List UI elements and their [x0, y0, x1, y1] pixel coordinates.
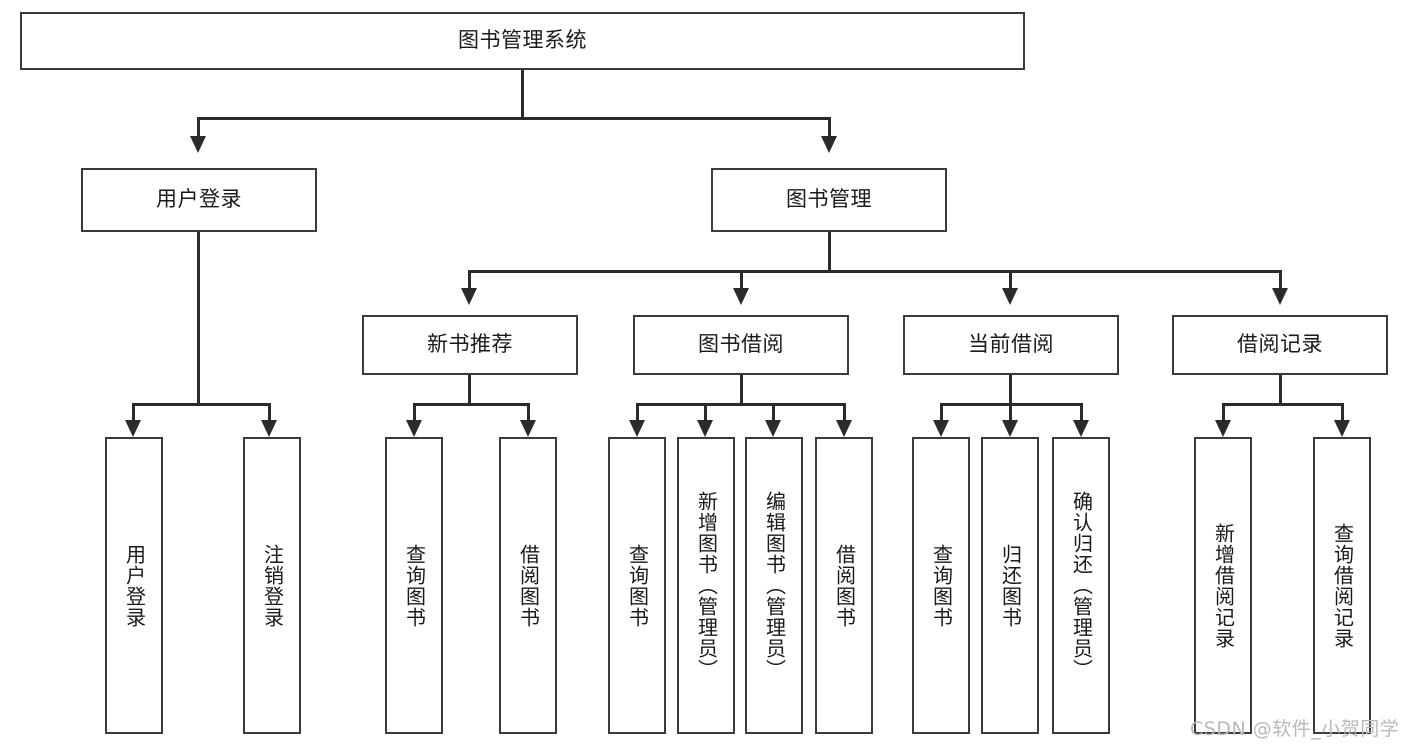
arrowhead-new-book-to-leaf-0 [406, 420, 422, 437]
leaf-new-book-recommend-0[interactable]: 查询图书 [385, 437, 443, 734]
edge-book-management-bus [468, 270, 1282, 273]
edge-current-borrow-to-leaf-1 [1009, 403, 1012, 425]
node-label: 借阅记录 [1237, 332, 1323, 357]
arrowhead-book-borrow-to-leaf-1 [697, 420, 713, 437]
edge-user-login-to-leaf-1 [268, 403, 271, 425]
leaf-book-borrow-1[interactable]: 新增图书（管理员） [677, 437, 735, 734]
edge-book-borrow-to-leaf-0 [636, 403, 639, 425]
leaf-borrow-record-1[interactable]: 查询借阅记录 [1313, 437, 1371, 734]
edge-book-management-to-book-borrow [740, 270, 743, 292]
edge-new-book-to-leaf-1 [527, 403, 530, 425]
node-label: 图书管理系统 [458, 28, 587, 53]
node-label: 借阅图书 [516, 543, 541, 628]
node-root-book-management-system[interactable]: 图书管理系统 [20, 12, 1025, 70]
edge-root-stem [521, 70, 524, 119]
arrowhead-root-to-user-login [190, 136, 206, 153]
edge-new-book-stem [468, 375, 471, 406]
node-current-borrow[interactable]: 当前借阅 [903, 315, 1119, 375]
arrowhead-book-management-to-current-borrow [1002, 288, 1018, 305]
node-label: 新增图书（管理员） [694, 491, 719, 680]
edge-book-management-to-new-book [468, 270, 471, 292]
leaf-book-borrow-3[interactable]: 借阅图书 [815, 437, 873, 734]
leaf-user-login-1[interactable]: 注销登录 [243, 437, 301, 734]
edge-current-borrow-stem [1009, 375, 1012, 406]
node-label: 编辑图书（管理员） [762, 491, 787, 680]
edge-book-borrow-to-leaf-1 [704, 403, 707, 425]
arrowhead-current-borrow-to-leaf-0 [933, 420, 949, 437]
arrowhead-user-login-to-leaf-1 [261, 420, 277, 437]
arrowhead-new-book-to-leaf-1 [520, 420, 536, 437]
node-label: 查询借阅记录 [1330, 522, 1355, 649]
node-label: 图书管理 [786, 187, 872, 212]
leaf-borrow-record-0[interactable]: 新增借阅记录 [1194, 437, 1252, 734]
edge-current-borrow-to-leaf-2 [1080, 403, 1083, 425]
node-new-book-recommend[interactable]: 新书推荐 [362, 315, 578, 375]
leaf-current-borrow-1[interactable]: 归还图书 [981, 437, 1039, 734]
edge-borrow-record-bus [1222, 403, 1344, 406]
node-label: 新增借阅记录 [1211, 522, 1236, 649]
edge-new-book-to-leaf-0 [413, 403, 416, 425]
node-label: 归还图书 [998, 543, 1023, 628]
edge-book-management-to-current-borrow [1009, 270, 1012, 292]
node-book-management[interactable]: 图书管理 [711, 168, 947, 232]
node-book-borrow[interactable]: 图书借阅 [633, 315, 849, 375]
edge-book-management-to-borrow-record [1279, 270, 1282, 292]
node-label: 用户登录 [122, 543, 147, 628]
arrowhead-current-borrow-to-leaf-2 [1073, 420, 1089, 437]
leaf-current-borrow-2[interactable]: 确认归还（管理员） [1052, 437, 1110, 734]
node-label: 查询图书 [402, 543, 427, 628]
edge-root-bus [197, 117, 831, 120]
edge-user-login-to-leaf-0 [132, 403, 135, 425]
edge-root-to-book-management [828, 117, 831, 141]
edge-book-borrow-to-leaf-2 [772, 403, 775, 425]
leaf-new-book-recommend-1[interactable]: 借阅图书 [499, 437, 557, 734]
node-label: 借阅图书 [832, 543, 857, 628]
edge-borrow-record-stem [1279, 375, 1282, 406]
node-label: 查询图书 [625, 543, 650, 628]
arrowhead-book-borrow-to-leaf-3 [836, 420, 852, 437]
arrowhead-root-to-book-management [821, 136, 837, 153]
edge-book-borrow-stem [740, 375, 743, 406]
arrowhead-user-login-to-leaf-0 [125, 420, 141, 437]
arrowhead-current-borrow-to-leaf-1 [1002, 420, 1018, 437]
node-user-login[interactable]: 用户登录 [81, 168, 317, 232]
arrowhead-book-management-to-borrow-record [1272, 288, 1288, 305]
arrowhead-borrow-record-to-leaf-1 [1334, 420, 1350, 437]
edge-user-login-bus [132, 403, 270, 406]
edge-root-to-user-login [197, 117, 200, 141]
edge-book-borrow-to-leaf-3 [843, 403, 846, 425]
csdn-watermark: CSDN @软件_小贺同学 [1190, 718, 1400, 740]
node-label: 新书推荐 [427, 332, 513, 357]
arrowhead-borrow-record-to-leaf-0 [1215, 420, 1231, 437]
node-label: 图书借阅 [698, 332, 784, 357]
arrowhead-book-management-to-new-book [461, 288, 477, 305]
arrowhead-book-management-to-book-borrow [733, 288, 749, 305]
arrowhead-book-borrow-to-leaf-2 [765, 420, 781, 437]
node-borrow-record[interactable]: 借阅记录 [1172, 315, 1388, 375]
edge-new-book-bus [413, 403, 530, 406]
leaf-book-borrow-2[interactable]: 编辑图书（管理员） [745, 437, 803, 734]
edge-user-login-stem [197, 232, 200, 406]
edge-current-borrow-to-leaf-0 [940, 403, 943, 425]
node-label: 确认归还（管理员） [1069, 491, 1094, 680]
edge-book-management-stem [828, 232, 831, 272]
node-label: 当前借阅 [968, 332, 1054, 357]
edge-borrow-record-to-leaf-0 [1222, 403, 1225, 425]
arrowhead-book-borrow-to-leaf-0 [629, 420, 645, 437]
node-label: 用户登录 [156, 187, 242, 212]
leaf-user-login-0[interactable]: 用户登录 [105, 437, 163, 734]
leaf-book-borrow-0[interactable]: 查询图书 [608, 437, 666, 734]
leaf-current-borrow-0[interactable]: 查询图书 [912, 437, 970, 734]
node-label: 注销登录 [260, 543, 285, 628]
edge-book-borrow-bus [636, 403, 846, 406]
edge-borrow-record-to-leaf-1 [1341, 403, 1344, 425]
node-label: 查询图书 [929, 543, 954, 628]
